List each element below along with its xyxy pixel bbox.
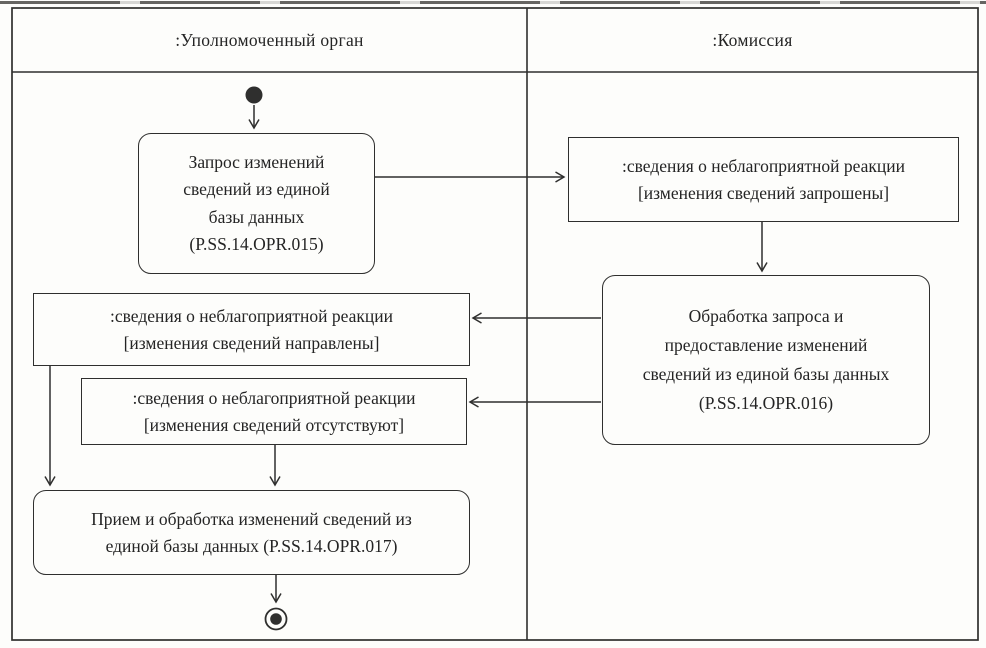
lane-header-commission: :Комиссия xyxy=(527,8,978,72)
lane-title: :Комиссия xyxy=(712,29,793,50)
text-line: :сведения о неблагоприятной реакции xyxy=(622,156,905,177)
action-label: Прием и обработка изменений сведений из … xyxy=(34,506,469,559)
text-line: Запрос изменений xyxy=(188,152,325,173)
text-line: единой базы данных (P.SS.14.OPR.017) xyxy=(105,535,398,556)
text-line: [изменения сведений отсутствуют] xyxy=(143,414,405,435)
diagram-frame xyxy=(11,7,979,641)
text-line: Прием и обработка изменений сведений из xyxy=(91,509,412,530)
object-changes-requested: :сведения о неблагоприятной реакции [изм… xyxy=(568,137,959,222)
action-label: Обработка запроса и предоставление измен… xyxy=(603,302,929,418)
final-node-core-icon xyxy=(270,613,282,625)
action-process-request: Обработка запроса и предоставление измен… xyxy=(602,275,930,445)
text-line: [изменения сведений запрошены] xyxy=(637,182,890,203)
scan-artifact-top xyxy=(0,1,986,4)
final-node-ring-icon xyxy=(264,607,288,631)
text-line: (P.SS.14.OPR.015) xyxy=(189,233,324,254)
action-label: Запрос изменений сведений из единой базы… xyxy=(139,149,374,258)
text-line: [изменения сведений направлены] xyxy=(123,332,380,353)
object-changes-sent: :сведения о неблагоприятной реакции [изм… xyxy=(33,293,470,366)
text-line: предоставление изменений xyxy=(664,335,868,356)
initial-node-icon xyxy=(245,86,263,104)
text-line: Обработка запроса и xyxy=(688,306,844,327)
text-line: сведений из единой базы данных xyxy=(642,364,890,384)
lane-title: :Уполномоченный орган xyxy=(175,29,364,50)
text-line: базы данных xyxy=(208,206,305,227)
object-label: :сведения о неблагоприятной реакции [изм… xyxy=(34,303,469,356)
object-label: :сведения о неблагоприятной реакции [изм… xyxy=(82,385,466,438)
text-line: сведений из единой xyxy=(183,179,330,200)
lane-header-authorized-body: :Уполномоченный орган xyxy=(12,8,527,72)
object-label: :сведения о неблагоприятной реакции [изм… xyxy=(569,153,958,206)
action-request-changes: Запрос изменений сведений из единой базы… xyxy=(138,133,375,274)
text-line: :сведения о неблагоприятной реакции xyxy=(110,306,393,327)
text-line: (P.SS.14.OPR.016) xyxy=(698,392,834,413)
action-receive-process: Прием и обработка изменений сведений из … xyxy=(33,490,470,575)
object-changes-absent: :сведения о неблагоприятной реакции [изм… xyxy=(81,378,467,445)
text-line: :сведения о неблагоприятной реакции xyxy=(132,388,416,409)
